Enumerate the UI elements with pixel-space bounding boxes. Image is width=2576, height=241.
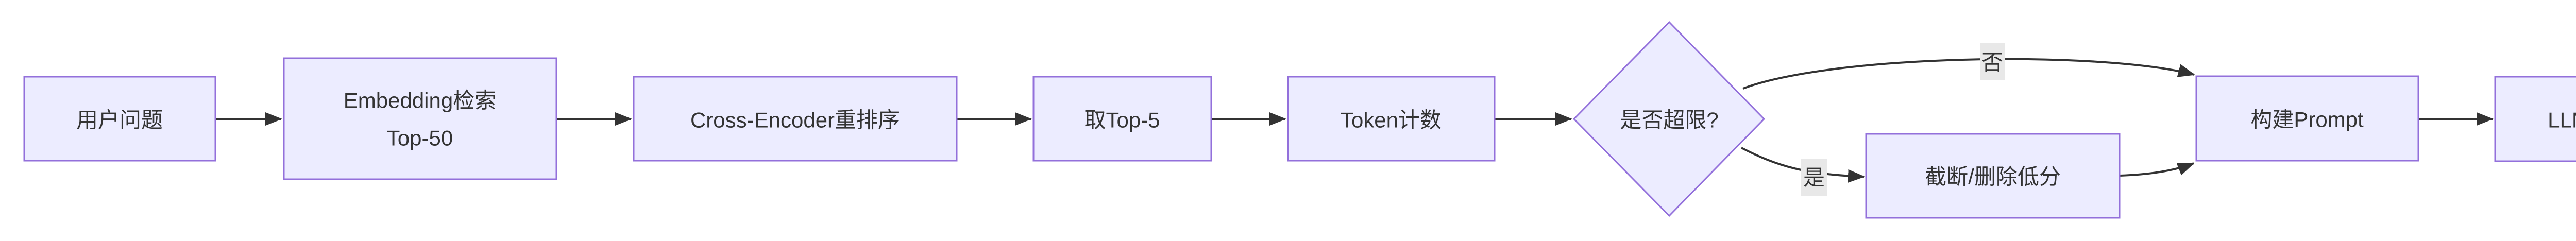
node-token-count-label: Token计数 [1341,108,1442,132]
decision-over-limit-diamond [1572,21,1766,217]
node-cross-encoder-rerank: Cross-Encoder重排序 [633,76,958,162]
node-embedding-retrieval-label-line2: Top-50 [387,126,453,150]
decision-over-limit: 是否超限? [1572,21,1766,217]
node-llm-generate-answer-box [2494,76,2576,162]
node-llm-generate-answer-label: LLM生成答案 [2548,108,2576,132]
node-token-count: Token计数 [1287,76,1496,162]
node-token-count-box [1287,76,1496,162]
node-truncate-remove-low-score-label: 截断/删除低分 [1925,165,2061,189]
node-embedding-retrieval-box [283,57,557,180]
node-build-prompt: 构建Prompt [2195,75,2419,162]
node-take-top5: 取Top-5 [1032,76,1212,162]
node-take-top5-label: 取Top-5 [1084,108,1160,132]
edge-label-yes: 是 [1803,166,1825,190]
node-truncate-remove-low-score-box [1865,133,2121,219]
node-embedding-retrieval: Embedding检索 Top-50 [283,57,557,180]
node-cross-encoder-rerank-label: Cross-Encoder重排序 [690,108,900,132]
edge-decision-no-to-build-prompt [1742,58,2195,90]
edge-label-yes-background [1801,159,1827,196]
edge-label-no-background [1980,43,2005,80]
node-user-question-label: 用户问题 [76,108,163,132]
node-llm-generate-answer: LLM生成答案 [2494,76,2576,162]
edge-decision-yes-to-truncate [1741,147,1865,183]
edges [215,58,2494,183]
edge-labels: 否 是 [1801,43,2005,196]
edge-truncate-to-build-prompt [2119,162,2195,177]
node-user-question-box [23,76,216,162]
node-build-prompt-box [2195,75,2419,162]
node-truncate-remove-low-score: 截断/删除低分 [1865,133,2121,219]
node-take-top5-box [1032,76,1212,162]
edge-label-no: 否 [1981,50,2003,75]
node-embedding-retrieval-label-line1: Embedding检索 [344,89,496,113]
node-cross-encoder-rerank-box [633,76,958,162]
node-build-prompt-label: 构建Prompt [2250,108,2364,132]
decision-over-limit-label: 是否超限? [1620,108,1718,132]
node-user-question: 用户问题 [23,76,216,162]
